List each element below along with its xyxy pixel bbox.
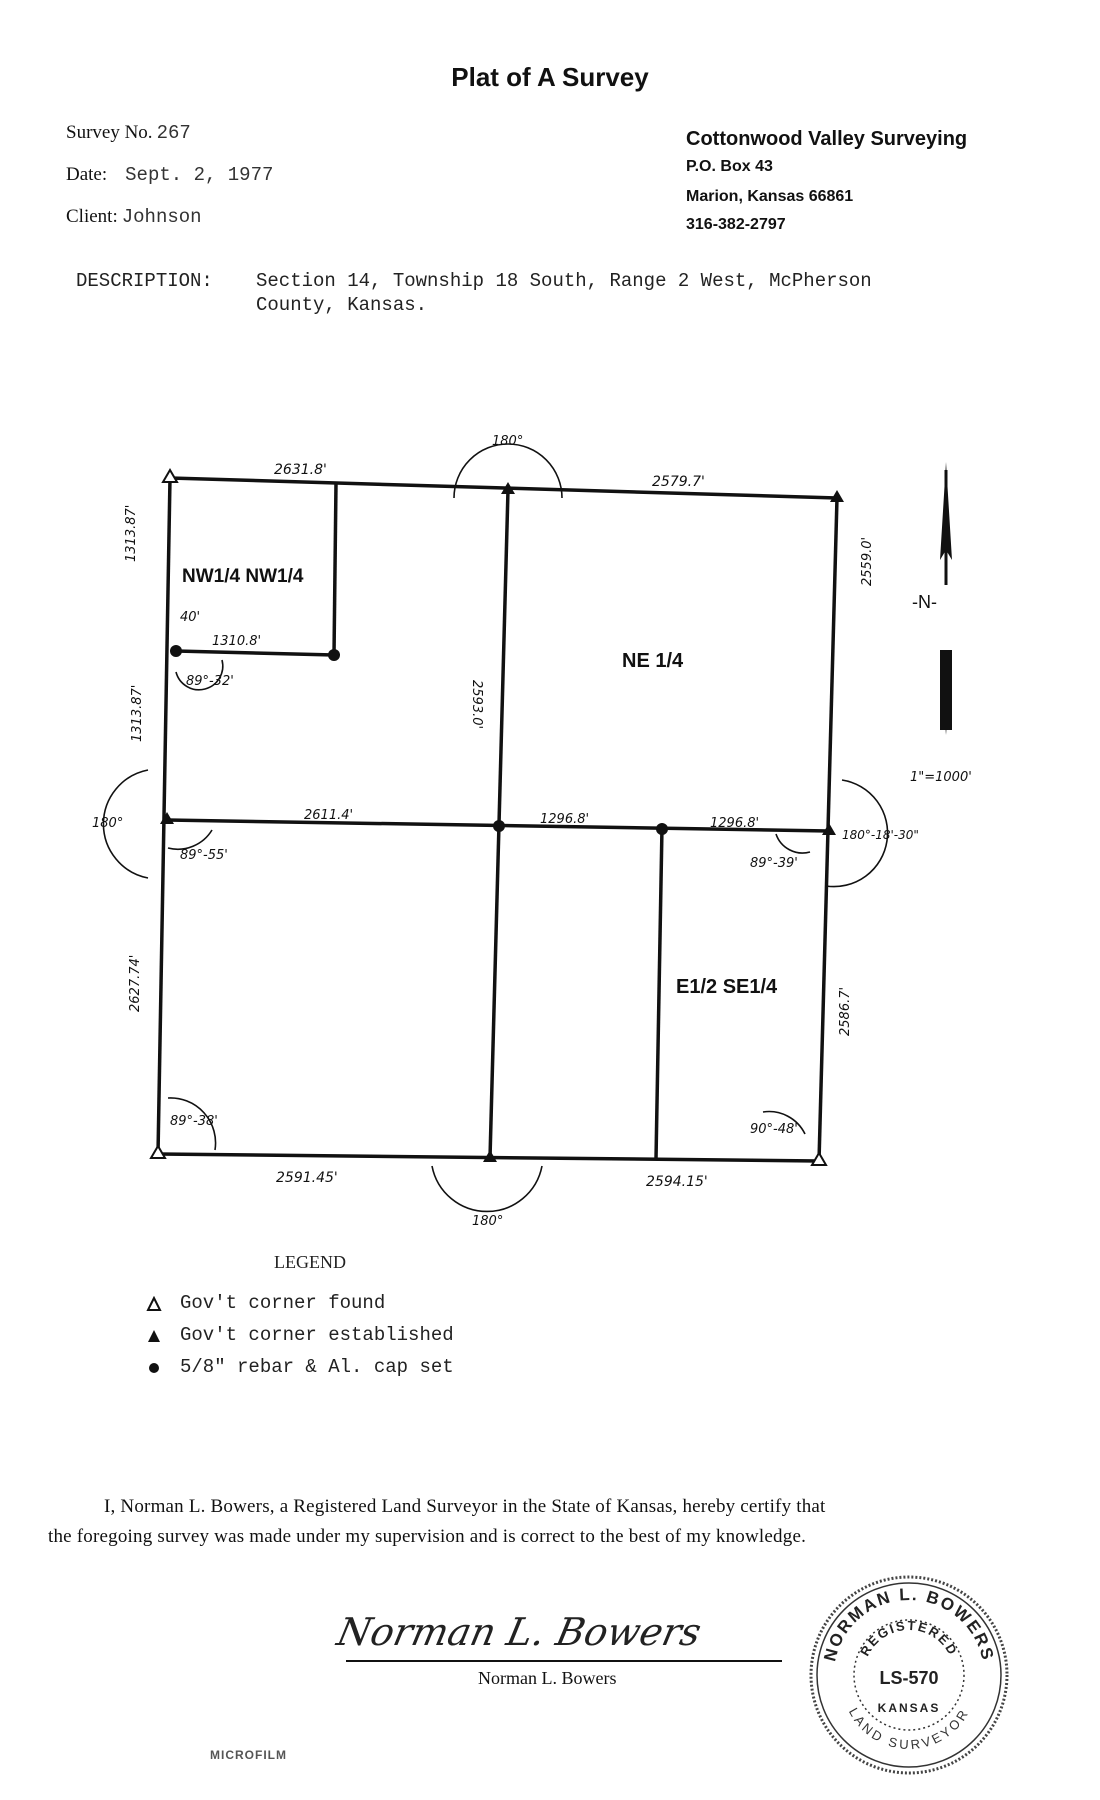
west-mid-distance: 1313.87': [130, 684, 145, 742]
mid-left-distance: 2611.4': [304, 808, 354, 823]
survey-number-row: Survey No. 267: [66, 122, 191, 144]
center-line-distance: 2593.0': [469, 680, 484, 730]
company-name: Cottonwood Valley Surveying: [686, 128, 968, 150]
se-angle: 90°-48': [750, 1122, 798, 1137]
legend-item: Gov't corner established: [146, 1324, 454, 1346]
mid-right-distance: 1296.8': [710, 816, 760, 831]
certification-line-1: I, Norman L. Bowers, a Registered Land S…: [104, 1496, 826, 1517]
sw-angle-arc: [167, 1097, 217, 1151]
filled-triangle-marker: [830, 490, 844, 502]
sw-angle: 89°-38': [170, 1114, 218, 1129]
nw-south-distance: 1310.8': [212, 634, 262, 649]
seal-registered: REGISTERED: [857, 1618, 959, 1659]
signature-line: [346, 1660, 782, 1662]
legend-label: Gov't corner established: [180, 1324, 454, 1346]
page-title: Plat of A Survey: [451, 62, 649, 92]
north-boundary-line: [169, 476, 838, 500]
west-angle: 180°: [92, 816, 124, 831]
east-lower-distance: 2586.7': [838, 986, 853, 1036]
client-label: Client:: [66, 206, 118, 227]
svg-text:REGISTERED: REGISTERED: [857, 1618, 961, 1659]
mid-center-distance: 1296.8': [540, 812, 590, 827]
nw-east-line: [332, 482, 338, 656]
bottom-angle: 180°: [472, 1214, 504, 1229]
rebar-marker: [493, 820, 505, 832]
north-arrow: [940, 462, 952, 735]
east-mid-angle-arc: [775, 833, 811, 854]
date-label: Date:: [66, 164, 108, 185]
ne-quarter-label: NE 1/4: [622, 650, 684, 672]
angle-arcs: [102, 443, 889, 1213]
microfilm-stamp: MICROFILM: [210, 1748, 287, 1762]
company-phone: 316-382-2797: [686, 216, 786, 233]
nw-quarter-label: NW1/4 NW1/4: [182, 566, 304, 587]
top-angle-arc: [453, 443, 563, 499]
north-label: -N-: [910, 592, 939, 613]
description-line-1: Section 14, Township 18 South, Range 2 W…: [256, 270, 872, 292]
nw-angle: 89°-32': [186, 674, 234, 689]
nw-angle-arc: [175, 659, 224, 691]
signature: Norman L. Bowers: [333, 1610, 706, 1654]
west-boundary-line: [156, 477, 172, 1155]
scale-label: 1"=1000': [910, 770, 972, 785]
filled-triangle-marker: [501, 482, 515, 494]
filled-triangle-marker: [483, 1150, 497, 1162]
top-left-distance: 2631.8': [274, 462, 327, 478]
client-value: Johnson: [121, 206, 202, 228]
seal-number: LS-570: [879, 1668, 938, 1688]
east-angle-arc: [825, 779, 889, 888]
bottom-right-distance: 2594.15': [646, 1174, 708, 1190]
date-value: Sept. 2, 1977: [125, 164, 274, 186]
filled-triangle-icon: [148, 1330, 160, 1343]
legend-item: 5/8" rebar & Al. cap set: [146, 1356, 454, 1378]
rebar-marker: [328, 649, 340, 661]
e-half-west-line: [654, 826, 664, 1160]
survey-number-value: 267: [156, 122, 191, 144]
certification-line-2: the foregoing survey was made under my s…: [48, 1526, 807, 1547]
printed-name: Norman L. Bowers: [478, 1668, 617, 1688]
filled-triangle-marker: [822, 823, 836, 835]
company-city: Marion, Kansas 66861: [686, 188, 854, 205]
description-line-2: County, Kansas.: [256, 294, 428, 316]
rebar-marker: [170, 645, 182, 657]
top-right-distance: 2579.7': [652, 474, 705, 490]
date-row: Date: Sept. 2, 1977: [66, 164, 273, 186]
open-triangle-icon: [146, 1296, 162, 1312]
company-box: P.O. Box 43: [686, 158, 773, 175]
open-triangle-marker: [810, 1151, 828, 1166]
east-mid-angle: 89°-39': [750, 856, 798, 871]
client-row: Client: Johnson: [66, 206, 202, 228]
legend-label: 5/8" rebar & Al. cap set: [180, 1356, 454, 1378]
filled-circle-icon: [149, 1363, 159, 1374]
bottom-angle-arc: [431, 1165, 543, 1213]
legend-label: Gov't corner found: [180, 1292, 386, 1314]
surveyor-seal: NORMAN L. BOWERS REGISTERED LS-570 KANSA…: [809, 1575, 1009, 1775]
rebar-marker: [656, 823, 668, 835]
filled-triangle-marker: [160, 812, 174, 824]
east-upper-distance: 2559.0': [860, 536, 875, 586]
bottom-left-distance: 2591.45': [276, 1170, 338, 1186]
survey-number-label: Survey No.: [66, 122, 153, 143]
offset-distance: 40': [180, 610, 201, 625]
west-lower-distance: 2627.74': [128, 954, 143, 1012]
west-mid-angle-arc: [167, 829, 213, 851]
description-label: DESCRIPTION:: [76, 270, 213, 292]
west-angle-arc: [102, 769, 149, 879]
legend-item: Gov't corner found: [146, 1292, 385, 1314]
top-angle: 180°: [492, 434, 524, 449]
west-upper-distance: 1313.87': [124, 504, 139, 562]
open-triangle-marker: [149, 1144, 167, 1159]
e-half-se-quarter-label: E1/2 SE1/4: [676, 976, 778, 998]
nw-south-line: [175, 649, 335, 657]
seal-state: KANSAS: [878, 1701, 941, 1715]
west-mid-angle: 89°-55': [180, 848, 228, 863]
legend-title: LEGEND: [274, 1252, 346, 1272]
se-angle-arc: [762, 1110, 806, 1135]
east-angle: 180°-18'-30": [842, 828, 919, 842]
open-triangle-marker: [161, 468, 179, 483]
